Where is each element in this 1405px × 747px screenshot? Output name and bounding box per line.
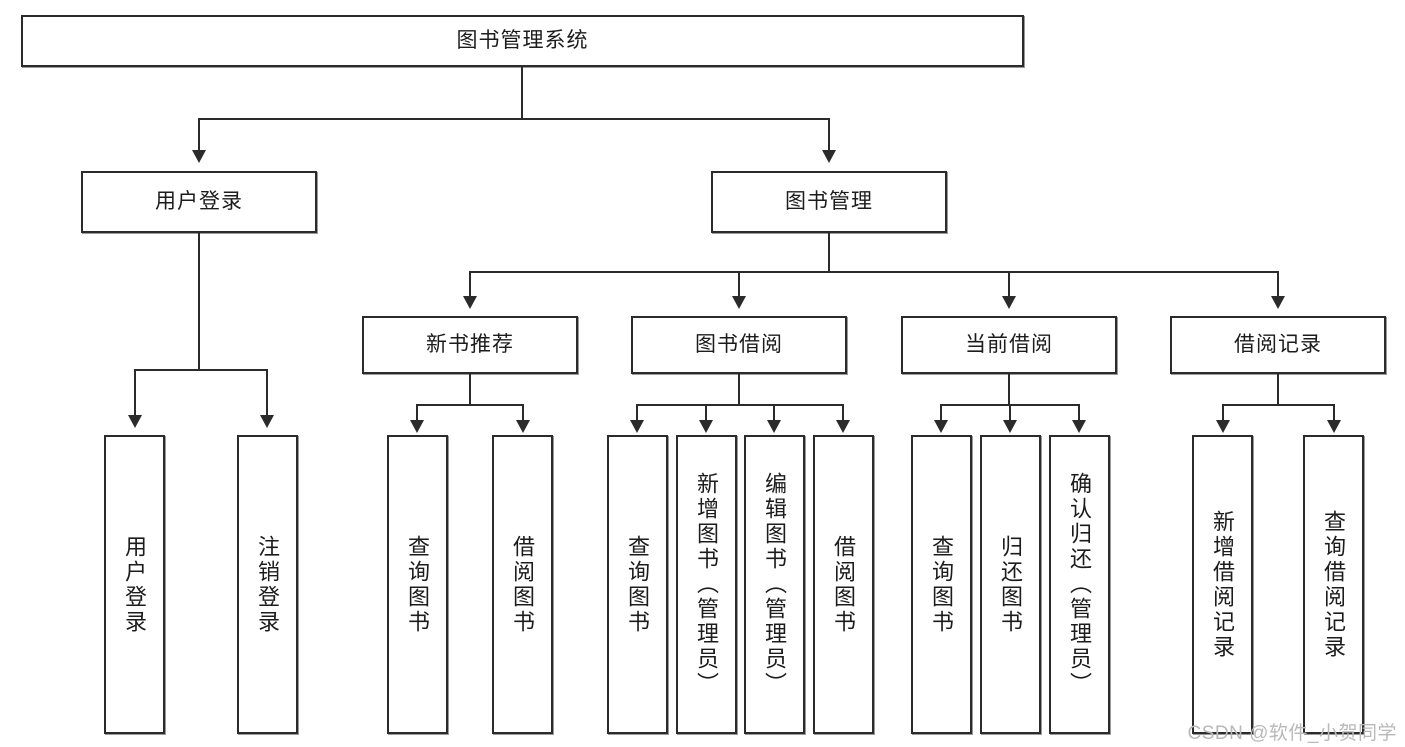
connector-book-borrow-leaf1 (636, 404, 638, 420)
node-label: 图书借阅 (695, 332, 783, 356)
connector-user-login-leaf2 (266, 369, 268, 415)
leaf-user-login-logout[interactable]: 注销登录 (237, 435, 298, 734)
leaf-book-borrow-borrow[interactable]: 借阅图书 (813, 435, 874, 734)
connector-root-stem (521, 67, 523, 119)
connector-book-borrow-leaf3 (773, 404, 775, 420)
leaf-current-borrow-confirm[interactable]: 确认归还（管理员） (1049, 435, 1110, 734)
arrow-leaf-borrow-record-2 (1327, 420, 1341, 433)
node-label: 借阅记录 (1234, 332, 1322, 356)
node-label: 新书推荐 (426, 332, 514, 356)
connector-new-book-stem (469, 374, 471, 405)
node-borrow-record[interactable]: 借阅记录 (1170, 316, 1386, 374)
connector-level3-bar (469, 271, 1279, 273)
node-label: 图书管理系统 (456, 28, 589, 52)
node-label: 用户登录 (122, 534, 148, 635)
connector-book-borrow-bar (636, 404, 844, 406)
leaf-book-borrow-edit[interactable]: 编辑图书（管理员） (744, 435, 805, 734)
node-label: 确认归还（管理员） (1067, 472, 1093, 697)
arrow-to-user-login (192, 150, 206, 163)
node-label: 查询图书 (405, 534, 431, 635)
connector-to-current-borrow (1008, 271, 1010, 296)
connector-book-borrow-leaf4 (842, 404, 844, 420)
arrow-leaf-user-login-1 (128, 415, 142, 428)
leaf-current-borrow-query[interactable]: 查询图书 (911, 435, 972, 734)
connector-book-borrow-leaf2 (705, 404, 707, 420)
node-label: 归还图书 (998, 534, 1024, 635)
node-label: 查询借阅记录 (1321, 509, 1347, 660)
connector-current-borrow-stem (1008, 374, 1010, 405)
arrow-leaf-new-book-1 (410, 420, 424, 433)
arrow-leaf-borrow-record-1 (1216, 420, 1230, 433)
leaf-book-borrow-add[interactable]: 新增图书（管理员） (676, 435, 737, 734)
csdn-watermark: CSDN @软件_小贺同学 (1187, 723, 1397, 744)
connector-root-to-book-manage (828, 118, 830, 150)
connector-current-borrow-leaf3 (1078, 404, 1080, 420)
connector-book-borrow-stem (738, 374, 740, 405)
connector-to-new-book (469, 271, 471, 296)
node-label: 用户登录 (155, 189, 243, 213)
arrow-to-book-manage (822, 150, 836, 163)
arrow-leaf-current-borrow-1 (934, 420, 948, 433)
connector-new-book-leaf2 (522, 404, 524, 420)
node-current-borrow[interactable]: 当前借阅 (901, 316, 1117, 374)
node-book-borrow[interactable]: 图书借阅 (631, 316, 847, 374)
connector-user-login-leaf1 (134, 369, 136, 415)
arrow-leaf-book-borrow-4 (836, 420, 850, 433)
arrow-to-current-borrow (1002, 296, 1016, 309)
node-label: 新增图书（管理员） (694, 472, 720, 697)
leaf-user-login-login[interactable]: 用户登录 (104, 435, 165, 734)
node-label: 新增借阅记录 (1210, 509, 1236, 660)
connector-new-book-bar (416, 404, 524, 406)
node-label: 当前借阅 (965, 332, 1053, 356)
node-label: 查询图书 (625, 534, 651, 635)
leaf-book-borrow-query[interactable]: 查询图书 (607, 435, 668, 734)
connector-borrow-record-leaf1 (1222, 404, 1224, 420)
leaf-borrow-record-add[interactable]: 新增借阅记录 (1192, 435, 1253, 734)
connector-root-to-user-login (198, 118, 200, 150)
arrow-to-book-borrow (732, 296, 746, 309)
connector-root-bar (198, 118, 830, 120)
connector-to-book-borrow (738, 271, 740, 296)
node-label: 借阅图书 (831, 534, 857, 635)
leaf-new-book-query[interactable]: 查询图书 (387, 435, 448, 734)
connector-user-login-bar (134, 369, 268, 371)
arrow-leaf-book-borrow-2 (699, 420, 713, 433)
arrow-to-new-book (463, 296, 477, 309)
node-label: 注销登录 (255, 534, 281, 635)
connector-borrow-record-stem (1277, 374, 1279, 405)
arrow-leaf-current-borrow-3 (1072, 420, 1086, 433)
arrow-leaf-current-borrow-2 (1003, 420, 1017, 433)
node-user-login[interactable]: 用户登录 (81, 171, 317, 233)
connector-book-manage-stem (828, 233, 830, 272)
node-label: 借阅图书 (510, 534, 536, 635)
arrow-leaf-new-book-2 (516, 420, 530, 433)
connector-current-borrow-leaf2 (1009, 404, 1011, 420)
node-new-book-recommend[interactable]: 新书推荐 (362, 316, 578, 374)
leaf-borrow-record-query[interactable]: 查询借阅记录 (1303, 435, 1364, 734)
connector-borrow-record-leaf2 (1333, 404, 1335, 420)
connector-user-login-stem (198, 233, 200, 370)
node-book-manage[interactable]: 图书管理 (711, 171, 947, 233)
connector-current-borrow-leaf1 (940, 404, 942, 420)
connector-to-borrow-record (1277, 271, 1279, 296)
node-root-system[interactable]: 图书管理系统 (21, 15, 1024, 67)
arrow-leaf-user-login-2 (260, 415, 274, 428)
leaf-new-book-borrow[interactable]: 借阅图书 (492, 435, 553, 734)
connector-new-book-leaf1 (416, 404, 418, 420)
leaf-current-borrow-return[interactable]: 归还图书 (980, 435, 1041, 734)
arrow-to-borrow-record (1271, 296, 1285, 309)
arrow-leaf-book-borrow-1 (630, 420, 644, 433)
node-label: 编辑图书（管理员） (762, 472, 788, 697)
node-label: 图书管理 (785, 189, 873, 213)
arrow-leaf-book-borrow-3 (767, 420, 781, 433)
node-label: 查询图书 (929, 534, 955, 635)
connector-borrow-record-bar (1222, 404, 1335, 406)
